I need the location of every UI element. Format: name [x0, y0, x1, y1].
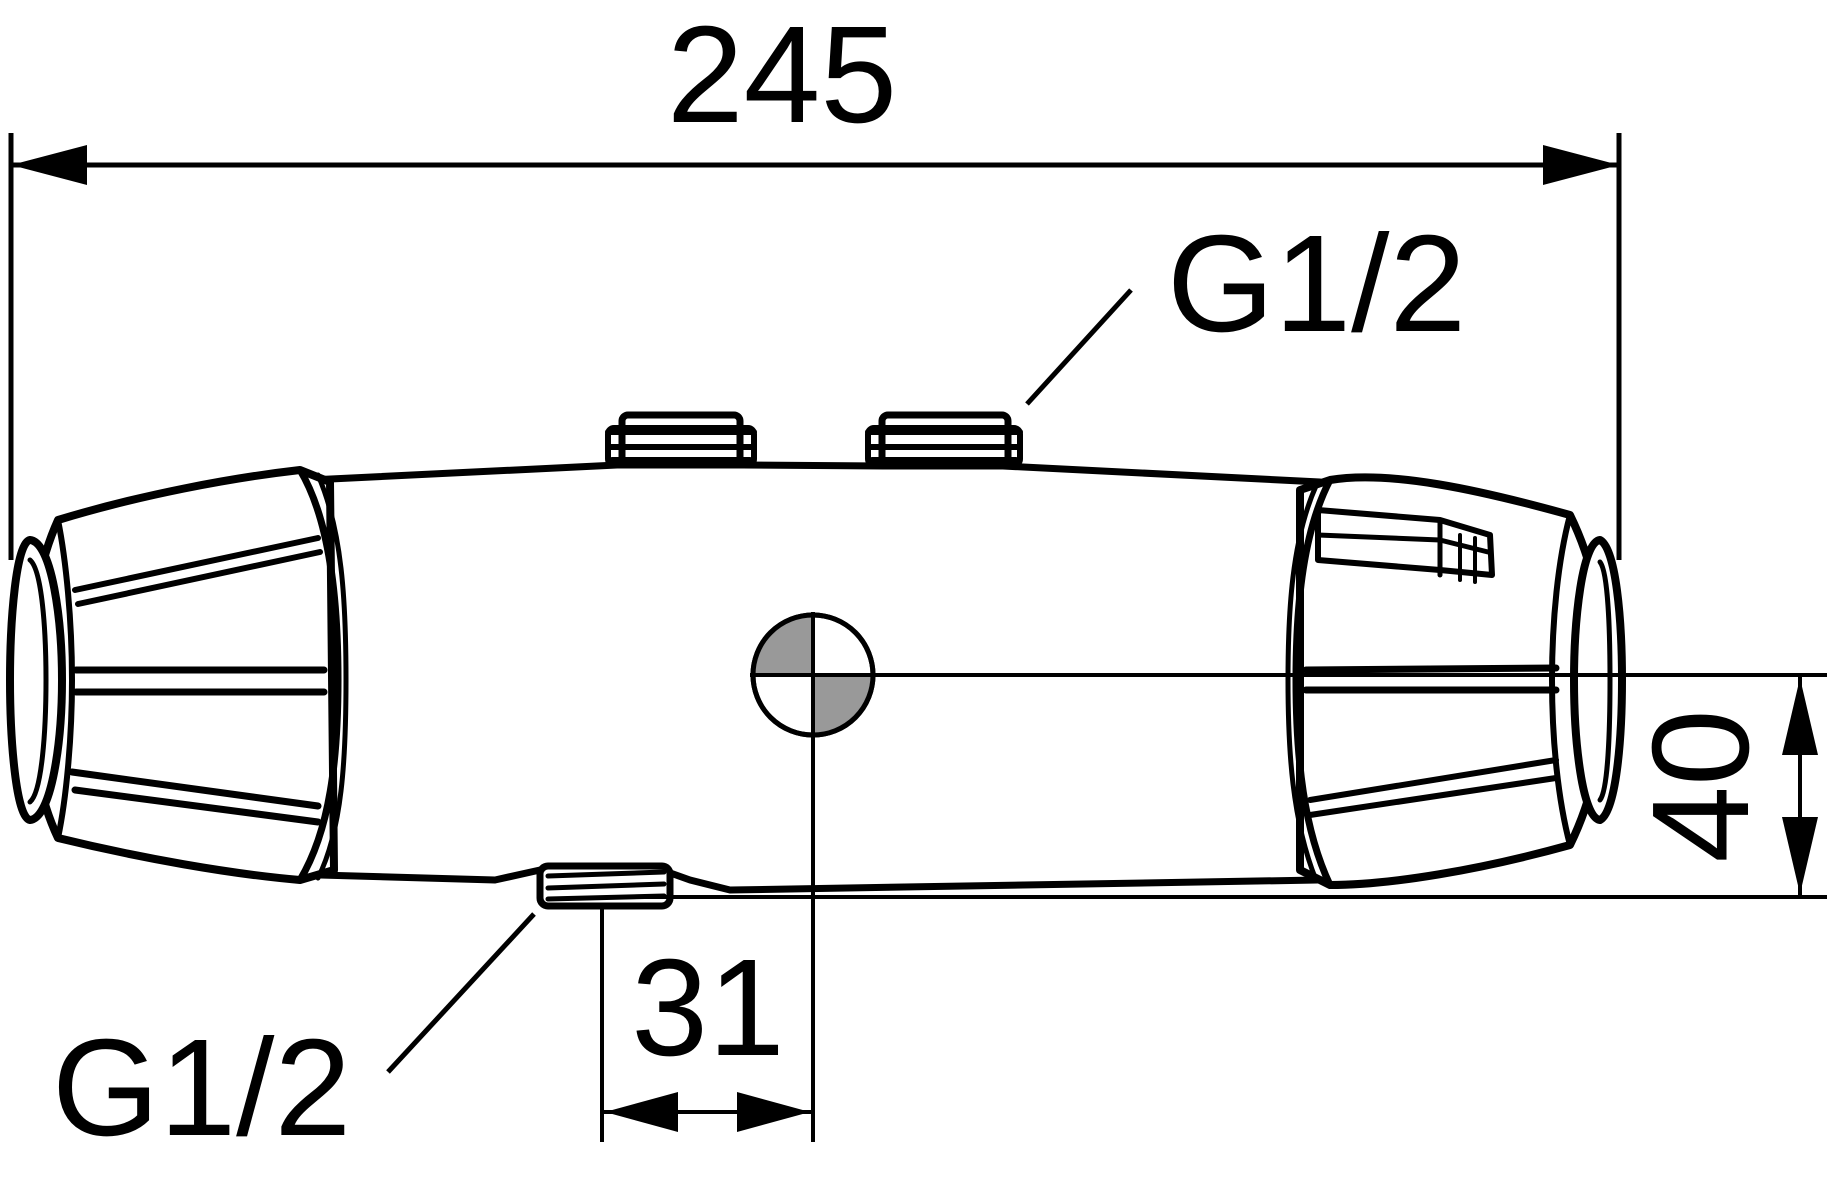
bottom-port [536, 862, 674, 910]
top-port-right [865, 411, 1023, 469]
top-thread-leader [1025, 288, 1133, 406]
right-end-ring [1570, 536, 1626, 824]
top-port-left [605, 411, 757, 469]
top-thread-label: G1/2 [1167, 207, 1466, 361]
overall-length-dimension [8, 133, 1622, 560]
arrowhead-left-offset [605, 1092, 678, 1132]
center-marker-quadrant-bottom-right [813, 675, 873, 735]
height-label: 40 [1624, 709, 1778, 863]
arrowhead-right [1543, 145, 1619, 185]
center-marker-quadrant-top-left [753, 615, 813, 675]
arrowhead-right-offset [737, 1092, 810, 1132]
right-handle [1285, 473, 1608, 889]
left-end-ring [6, 536, 66, 824]
height-dimension [1782, 675, 1818, 897]
bottom-thread-label: G1/2 [52, 1011, 351, 1165]
left-handle [26, 466, 349, 884]
arrowhead-left [11, 145, 87, 185]
offset-dimension [602, 1092, 813, 1132]
arrowhead-down [1782, 817, 1818, 894]
arrowhead-up [1782, 678, 1818, 755]
overall-length-label: 245 [667, 0, 897, 152]
bottom-thread-leader [386, 912, 536, 1074]
offset-label: 31 [631, 931, 785, 1085]
reference-lines [600, 612, 1827, 1142]
